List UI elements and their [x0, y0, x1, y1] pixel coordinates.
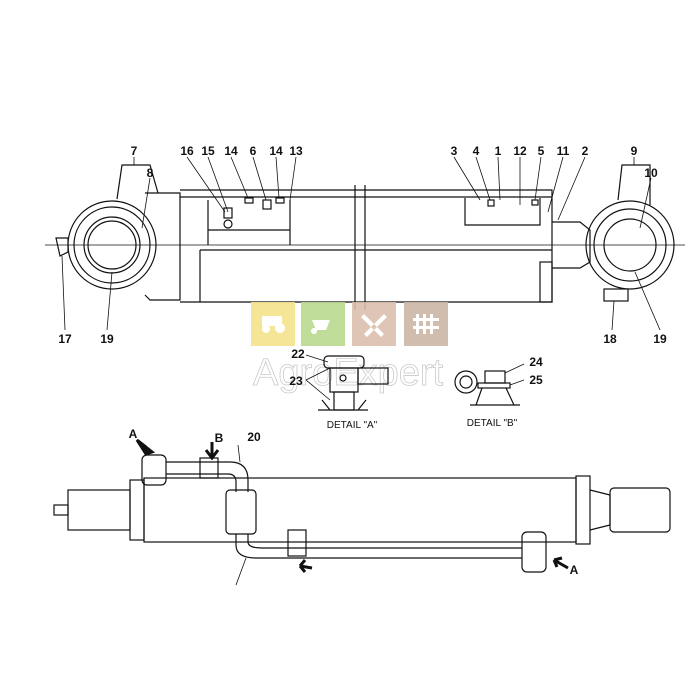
pipe-block	[225, 489, 257, 535]
arrow-a-icon	[135, 438, 156, 456]
label-23: 23	[289, 374, 303, 388]
grease-nipple	[53, 504, 69, 516]
label-a: A	[129, 427, 138, 441]
detail-a: 22 23 DETAIL "A"	[289, 347, 389, 431]
leader-20	[235, 444, 247, 586]
label-25: 25	[529, 373, 543, 387]
arrow-b-icon	[204, 442, 220, 461]
part9-bracket	[617, 164, 651, 205]
label-8: 8	[147, 166, 154, 180]
label-b: B	[215, 431, 224, 445]
left-eye-ring	[73, 206, 151, 284]
port-fitting-a	[141, 454, 167, 486]
label-19: 19	[653, 332, 667, 346]
leader-lines	[61, 156, 661, 331]
part4-seal	[487, 199, 495, 207]
label-17: 17	[58, 332, 72, 346]
right-bushing	[603, 218, 657, 272]
label-3: 3	[451, 144, 458, 158]
detail-b: 24 25 DETAIL "B"	[454, 355, 543, 429]
watermark-text: AgroExpert	[253, 352, 444, 394]
label-20: 20	[247, 430, 261, 444]
label-16: 16	[180, 144, 194, 158]
port-fitting-a2	[521, 531, 547, 573]
right-eye-ring	[593, 208, 667, 282]
label-15: 15	[201, 144, 215, 158]
arrow-icon	[298, 559, 313, 573]
label-1: 1	[495, 144, 502, 158]
end-cap	[129, 479, 145, 541]
part14-ring-a	[244, 197, 254, 204]
label-7: 7	[131, 144, 138, 158]
cylinder-external-view: A B 20 A	[53, 427, 671, 586]
pipe-lower	[235, 534, 522, 559]
label-4: 4	[473, 144, 480, 158]
label-2: 2	[582, 144, 589, 158]
left-pin-bore	[87, 220, 137, 270]
label-12: 12	[513, 144, 527, 158]
label-13: 13	[289, 144, 303, 158]
label-6: 6	[250, 144, 257, 158]
label-5: 5	[538, 144, 545, 158]
label-18: 18	[603, 332, 617, 346]
part6-seal	[262, 199, 272, 210]
label-9: 9	[631, 144, 638, 158]
break-lines	[354, 185, 366, 310]
rod	[589, 489, 611, 531]
detail-b-title: DETAIL "B"	[467, 418, 518, 429]
pipe-clamp	[287, 529, 307, 557]
part14-ring-b	[275, 197, 285, 204]
label-24: 24	[529, 355, 543, 369]
head-gland	[575, 475, 591, 545]
rod-eye	[609, 487, 671, 533]
bottom-end	[67, 489, 131, 531]
piston	[207, 200, 291, 245]
arrow-a2-icon	[552, 556, 569, 570]
part-number-labels: 7 16 15 14 6 14 13 3 4 1 12 5 11 2 9 8 1…	[58, 144, 667, 346]
clamp-b	[199, 457, 219, 479]
part2-wiper	[539, 261, 553, 303]
cylinder-section-view	[45, 156, 685, 331]
detail-a-title: DETAIL "A"	[327, 420, 378, 431]
label-10: 10	[644, 166, 658, 180]
bottom-clevis	[144, 192, 181, 301]
pipe-20	[166, 461, 249, 492]
label-19: 19	[100, 332, 114, 346]
watermark-logo: AgroExpert	[251, 302, 448, 394]
label-a: A	[570, 563, 579, 577]
part16-ball	[223, 219, 233, 229]
part18-grease-fitting	[603, 288, 629, 302]
right-eye-outer	[585, 200, 675, 290]
part17-grease-nipple	[55, 237, 69, 257]
part15-plug	[223, 207, 233, 219]
rod-end	[552, 221, 591, 269]
label-11: 11	[557, 144, 570, 158]
cylinder-head	[464, 198, 541, 226]
cylinder-tube	[180, 189, 553, 303]
label-14: 14	[269, 144, 283, 158]
label-22: 22	[291, 347, 305, 361]
tube	[143, 477, 577, 543]
part5-ring	[531, 199, 539, 206]
label-14: 14	[224, 144, 238, 158]
